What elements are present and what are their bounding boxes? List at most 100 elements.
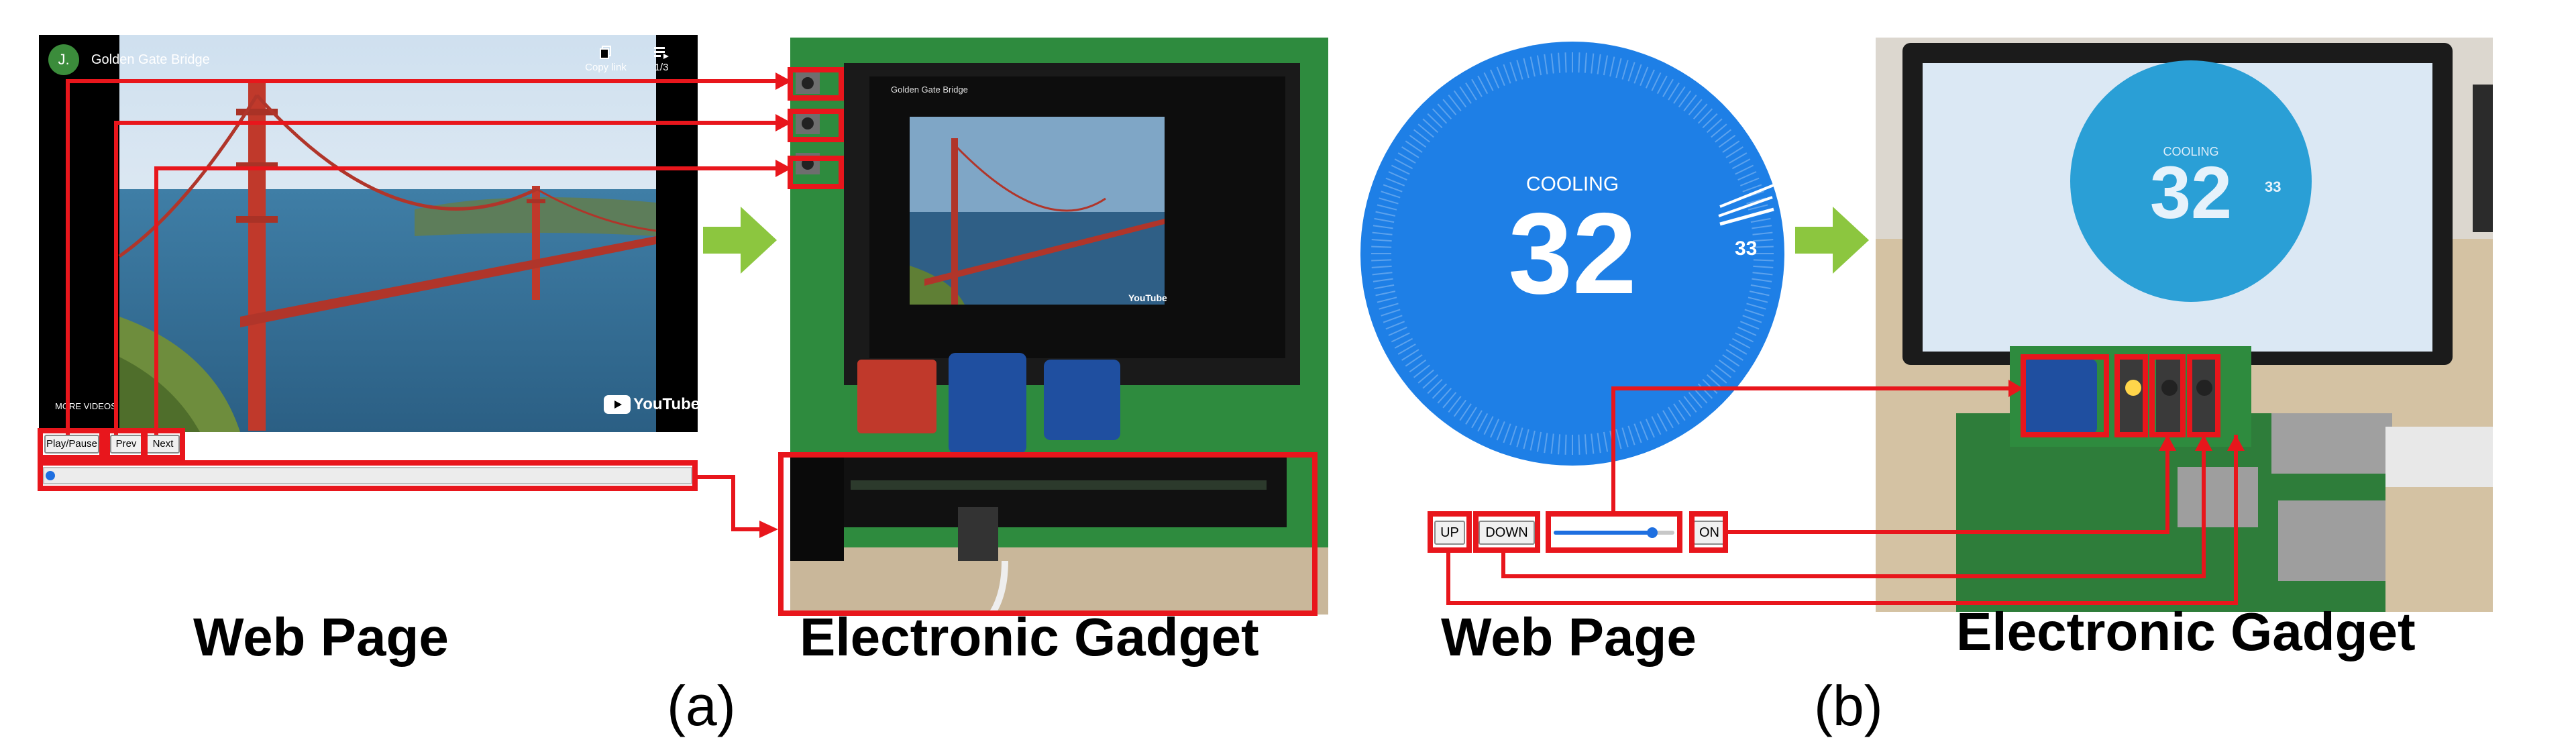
thermostat-dial[interactable]	[1358, 39, 1787, 468]
dial-tick	[1391, 164, 1410, 175]
dial-tick	[1379, 197, 1399, 205]
dial-tick	[1377, 204, 1397, 211]
dial-tick	[1405, 354, 1423, 367]
dial-tick	[1584, 434, 1587, 455]
dial-tick	[1621, 60, 1629, 80]
progress-slider-thumb[interactable]	[46, 471, 55, 480]
playlist-button[interactable]: 1/3	[641, 44, 682, 73]
on-button[interactable]: ON	[1693, 521, 1725, 545]
dial-tick	[1490, 419, 1500, 438]
dial-tick	[1578, 434, 1580, 455]
temperature-slider[interactable]	[1554, 527, 1674, 538]
gadget-board-b	[1876, 38, 2493, 612]
dial-tick	[1422, 374, 1439, 389]
wire-prev-h	[114, 121, 789, 125]
dial-tick	[1591, 433, 1595, 454]
gadget-button-2-highlight	[788, 109, 844, 142]
thermostat-current-temp: 32	[1508, 189, 1637, 318]
dial-tick	[1693, 387, 1708, 404]
gadget-board-a	[790, 38, 1328, 615]
prev-button[interactable]: Prev	[110, 435, 142, 454]
dial-tick	[1388, 326, 1407, 336]
dial-tick	[1627, 62, 1635, 82]
dial-tick	[1372, 272, 1393, 276]
dial-tick	[1375, 211, 1396, 217]
dial-tick	[1697, 383, 1713, 399]
dial-tick	[1735, 164, 1754, 175]
youtube-logo-text: YouTube	[633, 395, 698, 413]
panel-b-gadget-photo: COOLING 32 33	[1876, 38, 2493, 612]
progress-slider[interactable]	[43, 467, 692, 484]
dial-tick	[1683, 94, 1697, 111]
copy-link-button[interactable]: Copy link	[582, 44, 629, 73]
wire-prev	[114, 121, 118, 435]
dial-tick	[1413, 364, 1430, 378]
wire-slider-h2	[731, 527, 762, 531]
wire-down-v2	[2202, 435, 2206, 578]
wire-play-pause-h	[66, 79, 790, 83]
dial-tick	[1373, 225, 1393, 229]
dial-tick	[1496, 421, 1505, 441]
dial-tick	[1381, 309, 1401, 317]
dial-tick	[1603, 55, 1609, 76]
dial-tick	[1413, 129, 1430, 143]
dial-tick	[1459, 403, 1472, 421]
dial-tick	[1735, 332, 1754, 343]
dial-tick	[1725, 146, 1743, 158]
up-button[interactable]: UP	[1434, 521, 1465, 545]
dial-tick	[1417, 369, 1434, 384]
dial-tick	[1417, 123, 1434, 138]
highlight-slider	[38, 460, 698, 491]
dial-tick	[1383, 184, 1403, 193]
temperature-slider-fill	[1554, 531, 1653, 535]
wire-slider-b-h	[1611, 386, 2022, 390]
gadget-button-1-highlight	[788, 67, 844, 101]
dial-tick	[1706, 118, 1723, 134]
wire-play-pause	[66, 79, 70, 435]
dial-tick	[1683, 396, 1697, 413]
dial-tick	[1748, 204, 1768, 211]
golden-gate-photo	[39, 35, 698, 432]
gadget-slide-pot-highlight	[778, 452, 1318, 616]
down-button[interactable]: DOWN	[1479, 521, 1535, 545]
dial-tick	[1448, 94, 1462, 111]
wire-slider-v	[731, 475, 735, 530]
gadget-thermostat-current: 32	[2149, 152, 2233, 234]
dial-tick	[1678, 399, 1692, 417]
dial-tick	[1377, 297, 1397, 303]
wire-up-v	[1446, 551, 1450, 605]
dial-tick	[1742, 315, 1762, 323]
dial-tick	[1688, 99, 1703, 115]
dial-tick	[1483, 72, 1494, 91]
dial-tick	[1656, 413, 1668, 432]
video-title[interactable]: Golden Gate Bridge	[91, 52, 210, 67]
label-a: (a)	[667, 674, 736, 737]
channel-avatar[interactable]: J.	[48, 44, 79, 75]
dial-tick	[1375, 290, 1396, 297]
dial-tick	[1503, 423, 1511, 443]
dial-tick	[1651, 416, 1662, 435]
dial-tick	[1471, 410, 1483, 429]
dial-tick	[1750, 284, 1771, 290]
wire-next-h	[154, 166, 789, 170]
dial-tick	[1645, 419, 1655, 438]
dial-tick	[1523, 429, 1529, 449]
dial-tick	[1448, 396, 1462, 413]
more-videos-label[interactable]: MORE VIDEOS	[55, 401, 117, 411]
highlight-prev	[105, 428, 146, 460]
youtube-logo[interactable]: YouTube	[604, 393, 698, 416]
play-pause-button[interactable]: Play/Pause	[44, 435, 99, 454]
dial-tick	[1459, 86, 1472, 104]
gadget-led-highlight	[2114, 354, 2148, 437]
dial-tick	[1729, 152, 1748, 164]
gadget-button-3-highlight	[788, 156, 844, 189]
dial-tick	[1471, 78, 1483, 97]
temperature-slider-thumb[interactable]	[1647, 527, 1658, 538]
youtube-play-icon	[604, 395, 631, 414]
caption-web-page-b: Web Page	[1441, 607, 1697, 667]
dial-tick	[1753, 239, 1774, 242]
dial-tick	[1615, 58, 1622, 78]
dial-tick	[1739, 177, 1760, 186]
dial-tick	[1391, 332, 1410, 343]
video-player[interactable]: J. Golden Gate Bridge Copy link 1/3 MORE…	[39, 35, 698, 432]
